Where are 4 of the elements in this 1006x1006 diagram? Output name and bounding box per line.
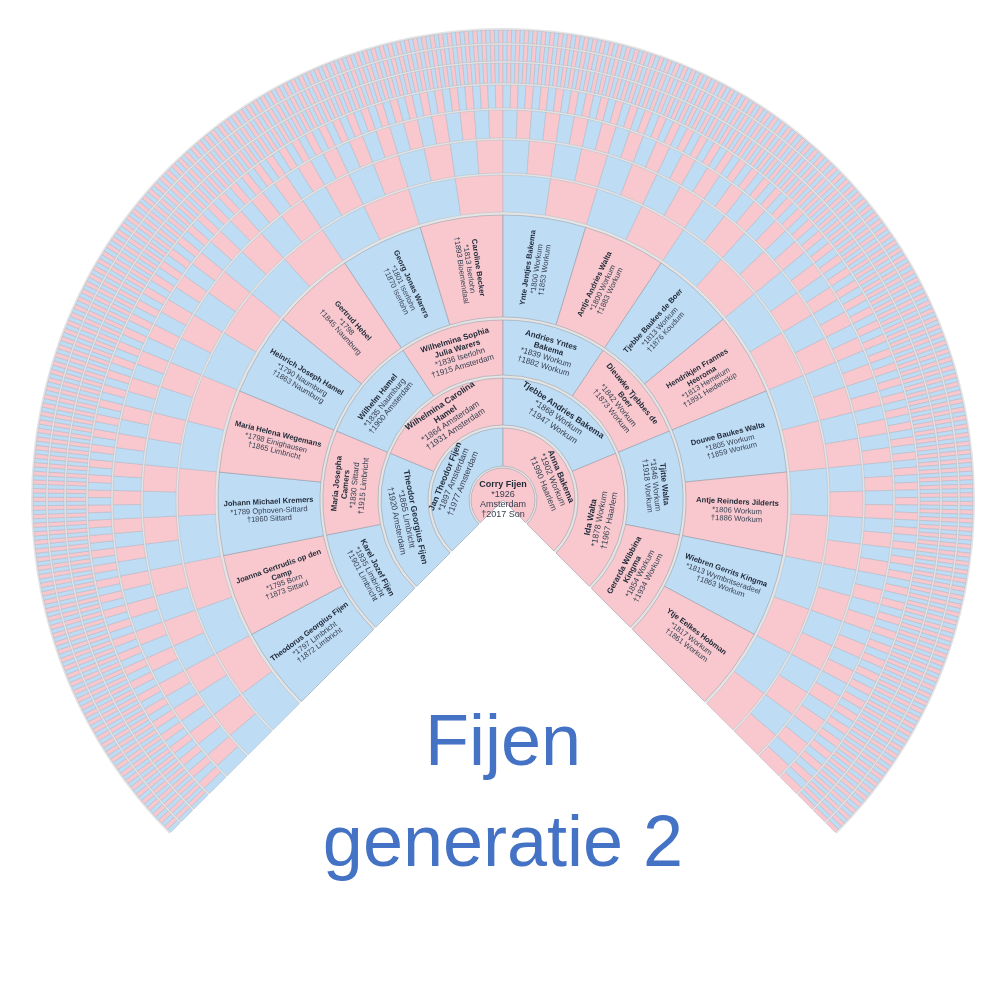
- person-name: Corry Fijen: [479, 480, 527, 491]
- life-date: †2017 Son: [481, 509, 525, 520]
- title: Fijen generatie 2: [321, 699, 685, 883]
- life-date: *1926 Amsterdam: [479, 490, 527, 510]
